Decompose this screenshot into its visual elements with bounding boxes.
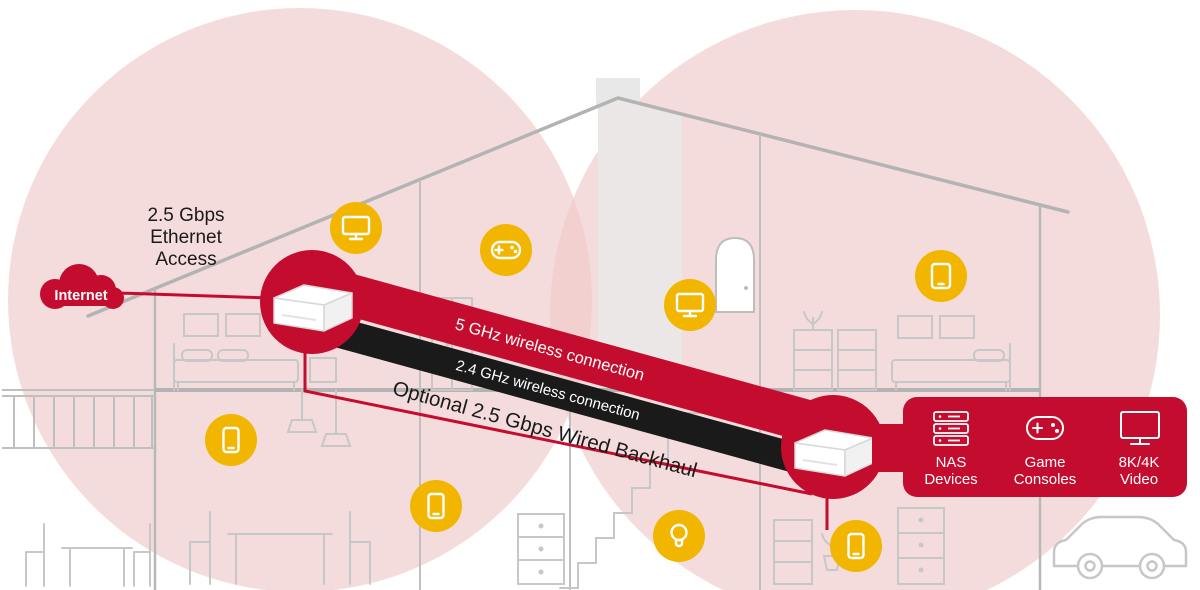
wired-backhaul-line	[303, 350, 813, 496]
cabinet-middle	[517, 513, 565, 585]
bedroom-right	[793, 311, 1011, 391]
ethernet-access-line2: Ethernet	[150, 227, 223, 248]
internet-link-line	[117, 291, 271, 300]
tablet-icon	[915, 250, 967, 302]
patio-furniture	[25, 523, 151, 587]
interior-door	[715, 236, 755, 313]
stairwell-column	[598, 99, 682, 390]
band-5ghz	[334, 271, 846, 451]
panel-item-1-line2: Devices	[924, 471, 977, 488]
band-24ghz	[318, 313, 836, 483]
panel-item-2-line2: Consoles	[1014, 471, 1077, 488]
smartphone-icon	[830, 520, 882, 572]
panel-item-3-line2: Video	[1120, 471, 1158, 488]
ethernet-access-line1: 2.5 Gbps	[147, 205, 224, 226]
house	[2, 78, 1188, 590]
internet-cloud: Internet	[40, 264, 124, 309]
game-controller-icon	[480, 224, 532, 276]
panel-item-3-line1: 8K/4K	[1119, 454, 1160, 471]
tv-icon	[664, 279, 716, 331]
mesh-router-2	[781, 395, 885, 499]
tv-icon	[330, 202, 382, 254]
light-bulb-icon	[653, 510, 705, 562]
dining-room	[189, 389, 371, 585]
devices-panel: NAS Devices Game Consoles 8K/4K Video	[872, 397, 1187, 497]
roof	[86, 96, 1070, 318]
balcony-railing	[2, 389, 155, 449]
bedroom-left	[173, 313, 337, 391]
tv-icon	[1120, 411, 1160, 445]
panel-background	[903, 397, 1187, 497]
internet-label: Internet	[54, 288, 107, 304]
mesh-router-1	[260, 250, 364, 354]
client-devices	[205, 202, 967, 572]
connections	[117, 271, 846, 530]
ethernet-access-label: 2.5 Gbps Ethernet Access	[147, 205, 224, 270]
car	[1052, 515, 1188, 580]
ethernet-access-line3: Access	[155, 249, 216, 270]
gamepad-icon	[1026, 416, 1064, 440]
nas-icon	[933, 411, 969, 446]
panel-item-2-line1: Game	[1025, 454, 1066, 471]
smartphone-icon	[205, 414, 257, 466]
panel-item-1-line1: NAS	[936, 454, 967, 471]
smartphone-icon	[410, 480, 462, 532]
